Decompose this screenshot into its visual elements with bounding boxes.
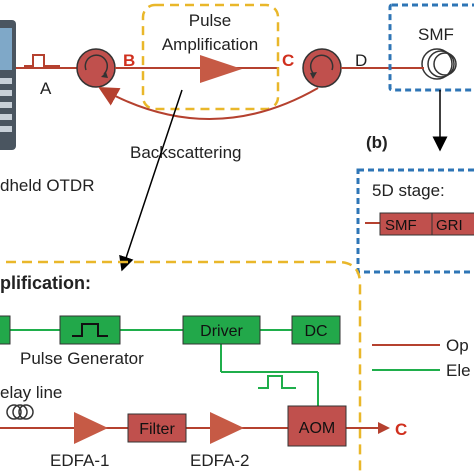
edfa1-icon: [74, 412, 108, 444]
stage-label: 5D stage:: [372, 181, 445, 200]
filter-label: Filter: [139, 421, 175, 438]
spool-label: SMF: [418, 25, 454, 44]
dc-module: [291, 315, 341, 345]
amplifier-icon: [200, 55, 242, 83]
fiber-spool-icon: [410, 48, 457, 80]
circulator-1: [76, 48, 116, 88]
device-label: dheld OTDR: [0, 176, 94, 195]
delay-line-label: elay line: [0, 383, 62, 402]
circulator-2: [302, 48, 342, 88]
output-c-label: C: [395, 420, 407, 439]
fiber-spool-box: [388, 3, 474, 92]
port-c-label: C: [282, 51, 294, 70]
box-title-line1: Pulse: [189, 11, 232, 30]
box-title-line2: Amplification: [162, 35, 258, 54]
grating-segment: [431, 212, 474, 236]
driver-module: [182, 315, 261, 345]
source-module: [0, 315, 11, 345]
driver-label: Driver: [200, 323, 243, 340]
backscatter-label: Backscattering: [130, 143, 242, 162]
pulse-generator-module: [59, 315, 121, 345]
legend-optical-label: Op: [446, 336, 469, 355]
port-d-label: D: [355, 51, 367, 70]
detail-title: plification:: [0, 273, 91, 293]
grating-segment-label: GRI: [436, 217, 463, 234]
zoom-arrow: [119, 89, 183, 272]
edfa2-icon: [210, 412, 244, 444]
input-pulse-icon: [24, 54, 60, 67]
stage-box: [356, 168, 474, 274]
port-a-label: A: [40, 79, 52, 98]
output-arrowhead: [378, 422, 390, 434]
pulse-generator-label: Pulse Generator: [20, 349, 144, 368]
delay-line-spool-icon: [6, 404, 34, 420]
aom-module: [287, 405, 347, 447]
edfa1-label: EDFA-1: [50, 451, 110, 470]
backscatter-arrow: [98, 87, 319, 120]
pulse-generator-icon: [72, 323, 108, 337]
aom-label: AOM: [299, 420, 335, 437]
smf-segment-label: SMF: [385, 217, 417, 234]
edfa2-label: EDFA-2: [190, 451, 250, 470]
dc-label: DC: [304, 323, 327, 340]
pulse-amplification-box: [141, 3, 280, 111]
legend-electrical-label: Ele: [446, 361, 471, 380]
port-b-label: B: [123, 51, 135, 70]
modulation-pulse-icon: [258, 375, 296, 389]
handheld-otdr-device: [0, 20, 16, 150]
panel-b-tag: (b): [366, 133, 388, 152]
filter-module: [127, 413, 187, 443]
